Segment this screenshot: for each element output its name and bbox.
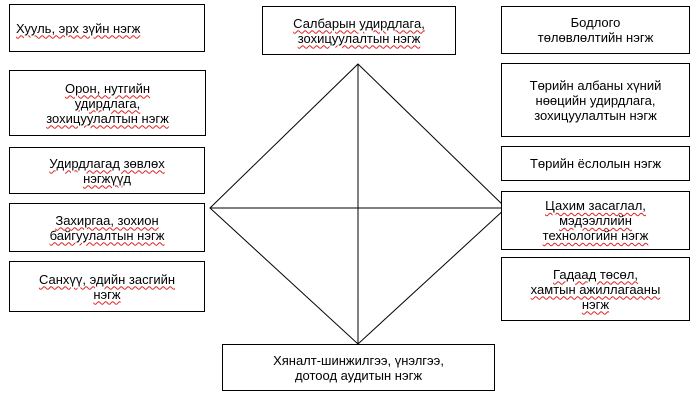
box-label: Хяналт-шинжилгээ, үнэлгээ, дотоод аудиты…	[273, 352, 444, 383]
box-label: Удирдлагад зөвлөх нэгжүүд	[49, 155, 165, 186]
box-foreign-projects-unit: Гадаад төсөл, хамтын ажиллагааны нэгж	[501, 257, 690, 321]
box-local-governance-unit: Орон, нутгийн удирдлага, зохицуулалтын н…	[9, 70, 206, 136]
box-administration-unit: Захиргаа, зохион байгуулалтын нэгж	[9, 203, 205, 252]
box-label: Хууль, эрх зүйн нэгж	[16, 20, 141, 36]
box-label: Цахим засаглал, мэдээллийн технологийн н…	[542, 198, 649, 243]
box-monitoring-audit-unit: Хяналт-шинжилгээ, үнэлгээ, дотоод аудиты…	[222, 344, 495, 391]
box-sector-management-unit: Салбарын удирдлага, зохицуулалтын нэгж	[262, 6, 456, 55]
box-label: Төрийн албаны хүний нөөцийн удирдлага, з…	[529, 77, 662, 123]
box-civil-service-hr-unit: Төрийн албаны хүний нөөцийн удирдлага, з…	[501, 63, 690, 137]
box-label: Бодлого төлөвлөлтийн нэгж	[537, 15, 654, 45]
box-label: Санхүү, эдийн засгийн нэгж	[38, 271, 176, 302]
box-finance-unit: Санхүү, эдийн засгийн нэгж	[9, 261, 205, 312]
box-label: Орон, нутгийн удирдлага, зохицуулалтын н…	[46, 80, 169, 126]
box-label: Гадаад төсөл, хамтын ажиллагааны нэгж	[530, 266, 661, 312]
box-legal-unit: Хууль, эрх зүйн нэгж	[9, 4, 205, 52]
box-label: Захиргаа, зохион байгуулалтын нэгж	[49, 212, 165, 243]
box-label: Төрийн ёслолын нэгж	[529, 156, 662, 171]
box-label: Салбарын удирдлага, зохицуулалтын нэгж	[293, 15, 425, 46]
box-policy-planning-unit: Бодлого төлөвлөлтийн нэгж	[501, 6, 690, 54]
box-protocol-unit: Төрийн ёслолын нэгж	[501, 146, 690, 181]
box-e-governance-it-unit: Цахим засаглал, мэдээллийн технологийн н…	[501, 191, 690, 250]
box-advisory-units: Удирдлагад зөвлөх нэгжүүд	[9, 147, 205, 194]
